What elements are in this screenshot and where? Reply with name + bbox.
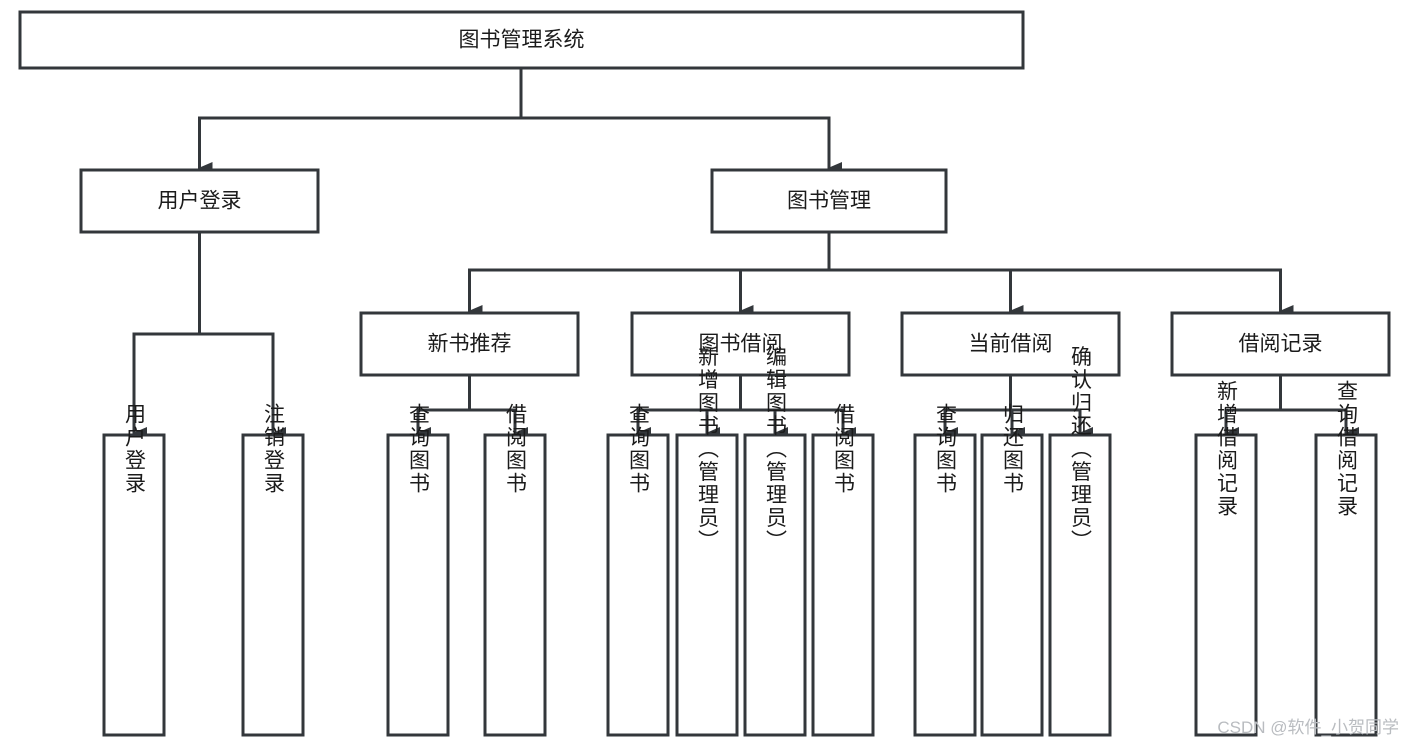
node-leaf-query-book-rec[interactable]: 查询图书 bbox=[386, 403, 450, 737]
node-label-leaf-user-logout: 注销登录 bbox=[262, 403, 286, 495]
node-box-leaf-query-record bbox=[1314, 433, 1378, 737]
node-leaf-borrow-book-rec[interactable]: 借阅图书 bbox=[483, 403, 547, 737]
node-label-user-login: 用户登录 bbox=[158, 190, 242, 213]
node-label-leaf-user-login: 用户登录 bbox=[123, 403, 147, 495]
node-leaf-query-book-borrow[interactable]: 查询图书 bbox=[606, 403, 670, 737]
node-leaf-query-book-cur[interactable]: 查询图书 bbox=[913, 403, 977, 737]
node-label-leaf-confirm-return: 确认归还（管理员） bbox=[1069, 346, 1093, 553]
node-label-leaf-borrow-book-rec: 借阅图书 bbox=[504, 403, 528, 495]
node-box-user-login bbox=[79, 168, 320, 234]
node-root[interactable]: 图书管理系统 bbox=[18, 10, 1025, 70]
node-box-leaf-add-book bbox=[675, 433, 739, 737]
node-box-leaf-query-book-cur bbox=[913, 433, 977, 737]
node-label-book-borrow: 图书借阅 bbox=[699, 333, 783, 356]
node-new-book-recommend[interactable]: 新书推荐 bbox=[359, 311, 580, 377]
node-leaf-borrow-book[interactable]: 借阅图书 bbox=[811, 403, 875, 737]
node-user-login[interactable]: 用户登录 bbox=[79, 168, 320, 234]
node-box-leaf-query-book-borrow bbox=[606, 433, 670, 737]
node-leaf-user-login[interactable]: 用户登录 bbox=[102, 403, 166, 737]
node-box-borrow-record bbox=[1170, 311, 1391, 377]
node-box-leaf-user-login bbox=[102, 433, 166, 737]
node-book-borrow[interactable]: 图书借阅 bbox=[630, 311, 851, 377]
node-box-book-manage bbox=[710, 168, 948, 234]
node-label-leaf-borrow-book: 借阅图书 bbox=[832, 403, 856, 495]
node-leaf-confirm-return[interactable]: 确认归还（管理员） bbox=[1048, 346, 1112, 737]
node-label-new-book-recommend: 新书推荐 bbox=[428, 333, 512, 356]
node-box-leaf-borrow-book bbox=[811, 433, 875, 737]
node-leaf-add-record[interactable]: 新增借阅记录 bbox=[1194, 380, 1258, 737]
node-box-current-borrow bbox=[900, 311, 1121, 377]
node-box-leaf-return-book bbox=[980, 433, 1044, 737]
node-leaf-user-logout[interactable]: 注销登录 bbox=[241, 403, 305, 737]
node-box-leaf-query-book-rec bbox=[386, 433, 450, 737]
node-label-leaf-return-book: 归还图书 bbox=[1001, 403, 1025, 495]
node-label-root: 图书管理系统 bbox=[459, 29, 585, 52]
node-current-borrow[interactable]: 当前借阅 bbox=[900, 311, 1121, 377]
node-leaf-query-record[interactable]: 查询借阅记录 bbox=[1314, 380, 1378, 737]
node-label-leaf-query-book-borrow: 查询图书 bbox=[627, 403, 651, 495]
node-leaf-return-book[interactable]: 归还图书 bbox=[980, 403, 1044, 737]
node-label-leaf-query-book-rec: 查询图书 bbox=[407, 403, 431, 495]
node-label-leaf-edit-book: 编辑图书（管理员） bbox=[764, 346, 788, 553]
csdn-watermark: CSDN @软件_小贺同学 bbox=[1217, 718, 1399, 737]
node-box-leaf-borrow-book-rec bbox=[483, 433, 547, 737]
node-label-borrow-record: 借阅记录 bbox=[1239, 333, 1323, 356]
node-box-leaf-edit-book bbox=[743, 433, 807, 737]
node-book-manage[interactable]: 图书管理 bbox=[710, 168, 948, 234]
node-leaf-add-book[interactable]: 新增图书（管理员） bbox=[675, 346, 739, 737]
node-label-leaf-query-book-cur: 查询图书 bbox=[934, 403, 958, 495]
node-label-book-manage: 图书管理 bbox=[787, 190, 871, 213]
node-label-leaf-query-record: 查询借阅记录 bbox=[1335, 380, 1359, 518]
node-leaf-edit-book[interactable]: 编辑图书（管理员） bbox=[743, 346, 807, 737]
node-layer: 图书管理系统用户登录图书管理新书推荐图书借阅当前借阅借阅记录用户登录注销登录查询… bbox=[18, 10, 1391, 737]
node-box-leaf-user-logout bbox=[241, 433, 305, 737]
node-box-new-book-recommend bbox=[359, 311, 580, 377]
node-box-book-borrow bbox=[630, 311, 851, 377]
node-borrow-record[interactable]: 借阅记录 bbox=[1170, 311, 1391, 377]
node-label-current-borrow: 当前借阅 bbox=[969, 333, 1053, 356]
node-label-leaf-add-book: 新增图书（管理员） bbox=[696, 346, 720, 553]
node-box-leaf-add-record bbox=[1194, 433, 1258, 737]
connector-layer bbox=[132, 66, 1359, 439]
node-box-leaf-confirm-return bbox=[1048, 433, 1112, 737]
node-box-root bbox=[18, 10, 1025, 70]
node-label-leaf-add-record: 新增借阅记录 bbox=[1215, 380, 1239, 518]
